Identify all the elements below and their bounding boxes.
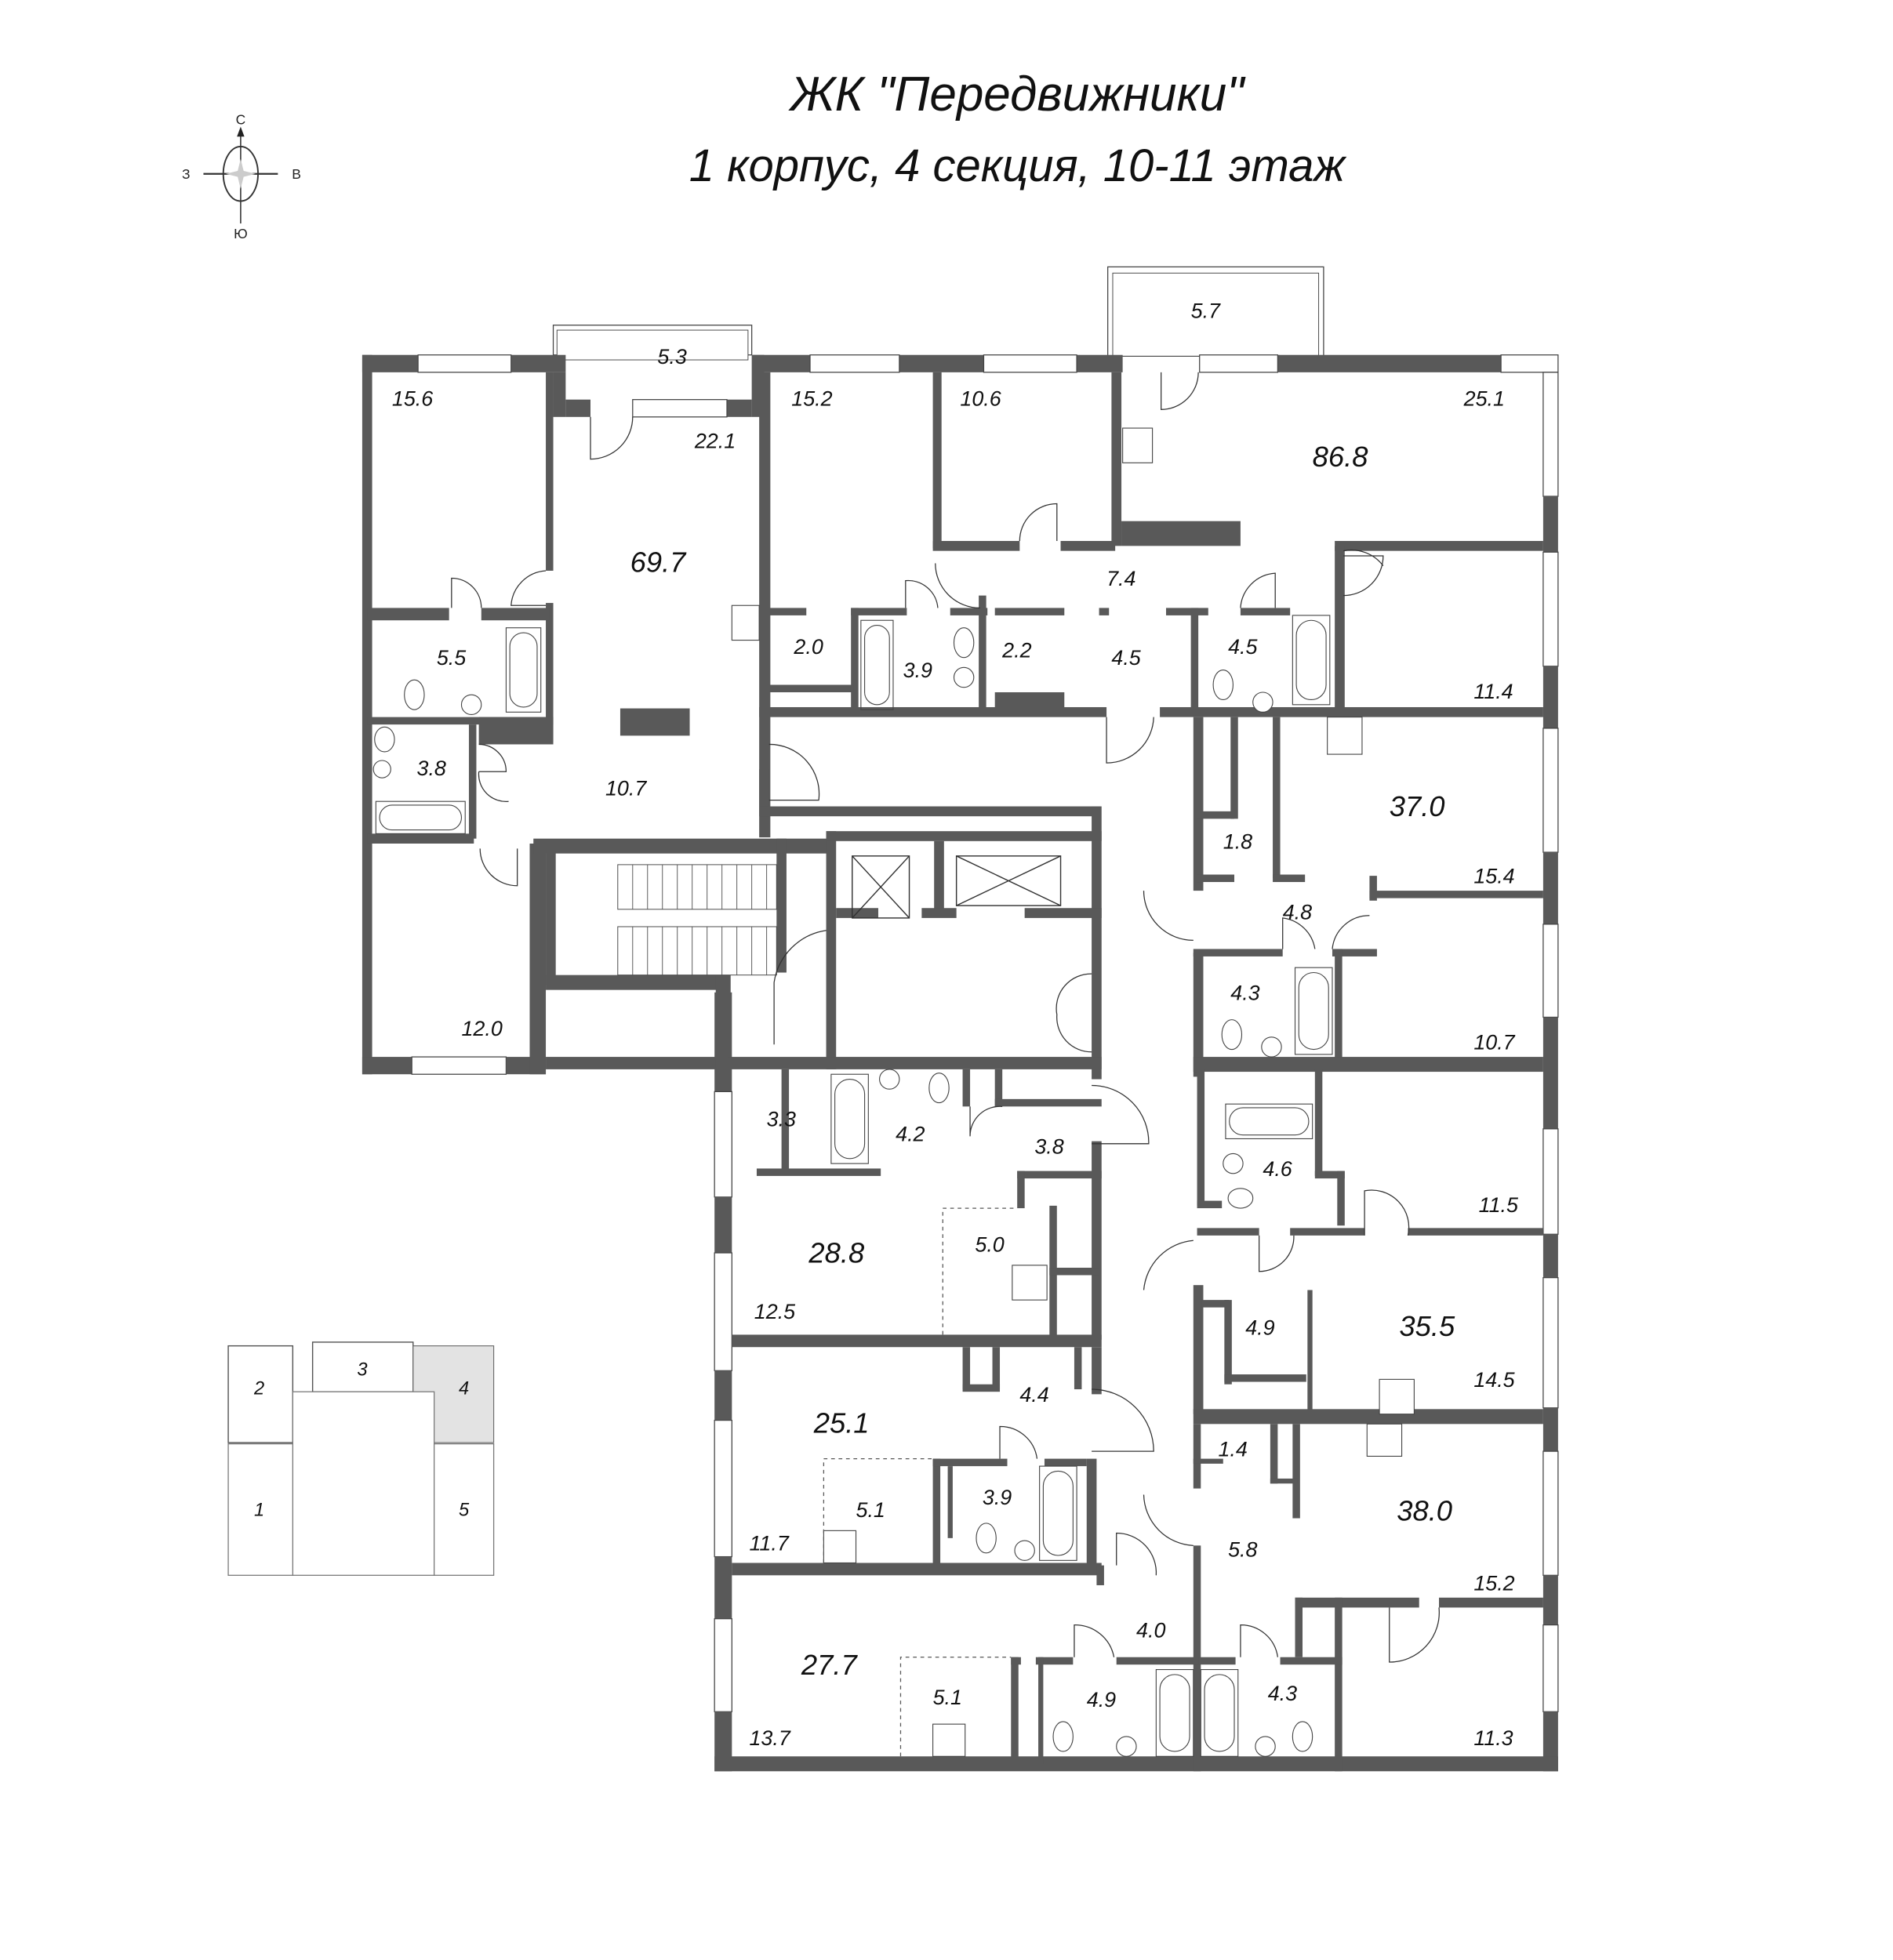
section-5: 5 — [459, 1500, 470, 1520]
elevator-icon — [852, 855, 1062, 919]
area-label: 3.3 — [767, 1108, 796, 1131]
compass-west: З — [182, 166, 191, 182]
area-label: 22.1 — [694, 429, 736, 452]
area-label: 4.6 — [1263, 1157, 1292, 1181]
area-label: 15.6 — [392, 387, 433, 411]
area-label: 11.7 — [749, 1532, 789, 1555]
apartment-total: 27.7 — [801, 1649, 859, 1681]
compass-east: В — [292, 166, 301, 182]
area-label: 5.1 — [933, 1686, 962, 1709]
apartment-total: 38.0 — [1397, 1495, 1452, 1527]
area-label: 5.1 — [856, 1498, 885, 1522]
area-label: 4.9 — [1245, 1316, 1274, 1339]
section-1: 1 — [254, 1500, 264, 1520]
stove-icon — [731, 427, 1415, 1757]
area-label: 4.4 — [1019, 1383, 1048, 1406]
area-label: 4.3 — [1230, 981, 1259, 1004]
section-key-map: 2 3 4 1 5 — [227, 1341, 495, 1576]
apartment-total: 25.1 — [813, 1406, 870, 1439]
toilet-icon — [374, 627, 1313, 1752]
area-label: 10.7 — [1473, 1031, 1515, 1054]
room-labels: 15.6 5.3 22.1 69.7 5.5 3.8 10.7 12.0 15.… — [392, 299, 1519, 1750]
area-label: 4.2 — [896, 1123, 925, 1146]
area-label: 15.2 — [1473, 1571, 1514, 1595]
area-label: 12.5 — [754, 1300, 796, 1323]
balcony-west — [552, 325, 753, 361]
area-label: 25.1 — [1463, 387, 1505, 411]
area-label: 3.9 — [903, 659, 932, 682]
apartment-total: 28.8 — [808, 1237, 865, 1269]
section-4: 4 — [459, 1378, 469, 1399]
complex-title: ЖК "Передвижники" — [790, 67, 1244, 122]
area-label: 15.2 — [791, 387, 832, 411]
door-swings — [451, 372, 1440, 1663]
area-label: 4.3 — [1268, 1682, 1297, 1705]
staircase — [617, 864, 777, 976]
balcony-east — [1107, 266, 1324, 357]
area-label: 4.0 — [1136, 1618, 1165, 1642]
section-subtitle: 1 корпус, 4 секция, 10-11 этаж — [689, 140, 1346, 191]
area-label: 5.8 — [1228, 1538, 1257, 1562]
area-label: 10.7 — [605, 776, 647, 800]
area-label: 12.0 — [461, 1017, 502, 1040]
area-label: 10.6 — [960, 387, 1001, 411]
area-label: 3.8 — [417, 757, 446, 780]
compass-north: С — [236, 111, 246, 127]
area-label: 4.8 — [1283, 900, 1312, 924]
area-label: 5.5 — [437, 646, 467, 670]
area-label: 4.5 — [1111, 646, 1141, 670]
area-label: 7.4 — [1106, 567, 1135, 590]
area-label: 3.8 — [1034, 1134, 1063, 1158]
area-label: 1.8 — [1223, 829, 1252, 853]
area-label: 13.7 — [749, 1726, 790, 1750]
area-label: 14.5 — [1473, 1368, 1515, 1392]
area-label: 5.7 — [1191, 299, 1221, 322]
compass-south: Ю — [234, 226, 248, 241]
area-label: 2.2 — [1001, 639, 1031, 662]
compass-icon: С Ю З В — [182, 111, 301, 241]
area-label: 4.9 — [1087, 1688, 1116, 1711]
apartment-total: 35.5 — [1399, 1310, 1455, 1342]
apartment-total: 37.0 — [1390, 790, 1445, 822]
interior-walls — [367, 372, 1543, 1772]
area-label: 5.3 — [657, 345, 686, 368]
area-label: 4.5 — [1228, 635, 1258, 659]
bathtub-icon — [375, 615, 1333, 1757]
apartment-total: 69.7 — [630, 546, 688, 579]
area-label: 5.0 — [975, 1232, 1004, 1256]
apartment-total: 86.8 — [1313, 441, 1369, 473]
area-label: 11.3 — [1473, 1726, 1513, 1750]
area-label: 15.4 — [1473, 865, 1514, 888]
area-label: 2.0 — [793, 635, 823, 659]
area-label: 11.5 — [1479, 1193, 1519, 1217]
section-2: 2 — [253, 1378, 264, 1399]
area-label: 1.4 — [1218, 1437, 1247, 1461]
sink-icon — [372, 666, 1282, 1757]
area-label: 11.4 — [1473, 680, 1513, 703]
area-label: 3.9 — [983, 1486, 1012, 1509]
section-3: 3 — [357, 1360, 367, 1381]
